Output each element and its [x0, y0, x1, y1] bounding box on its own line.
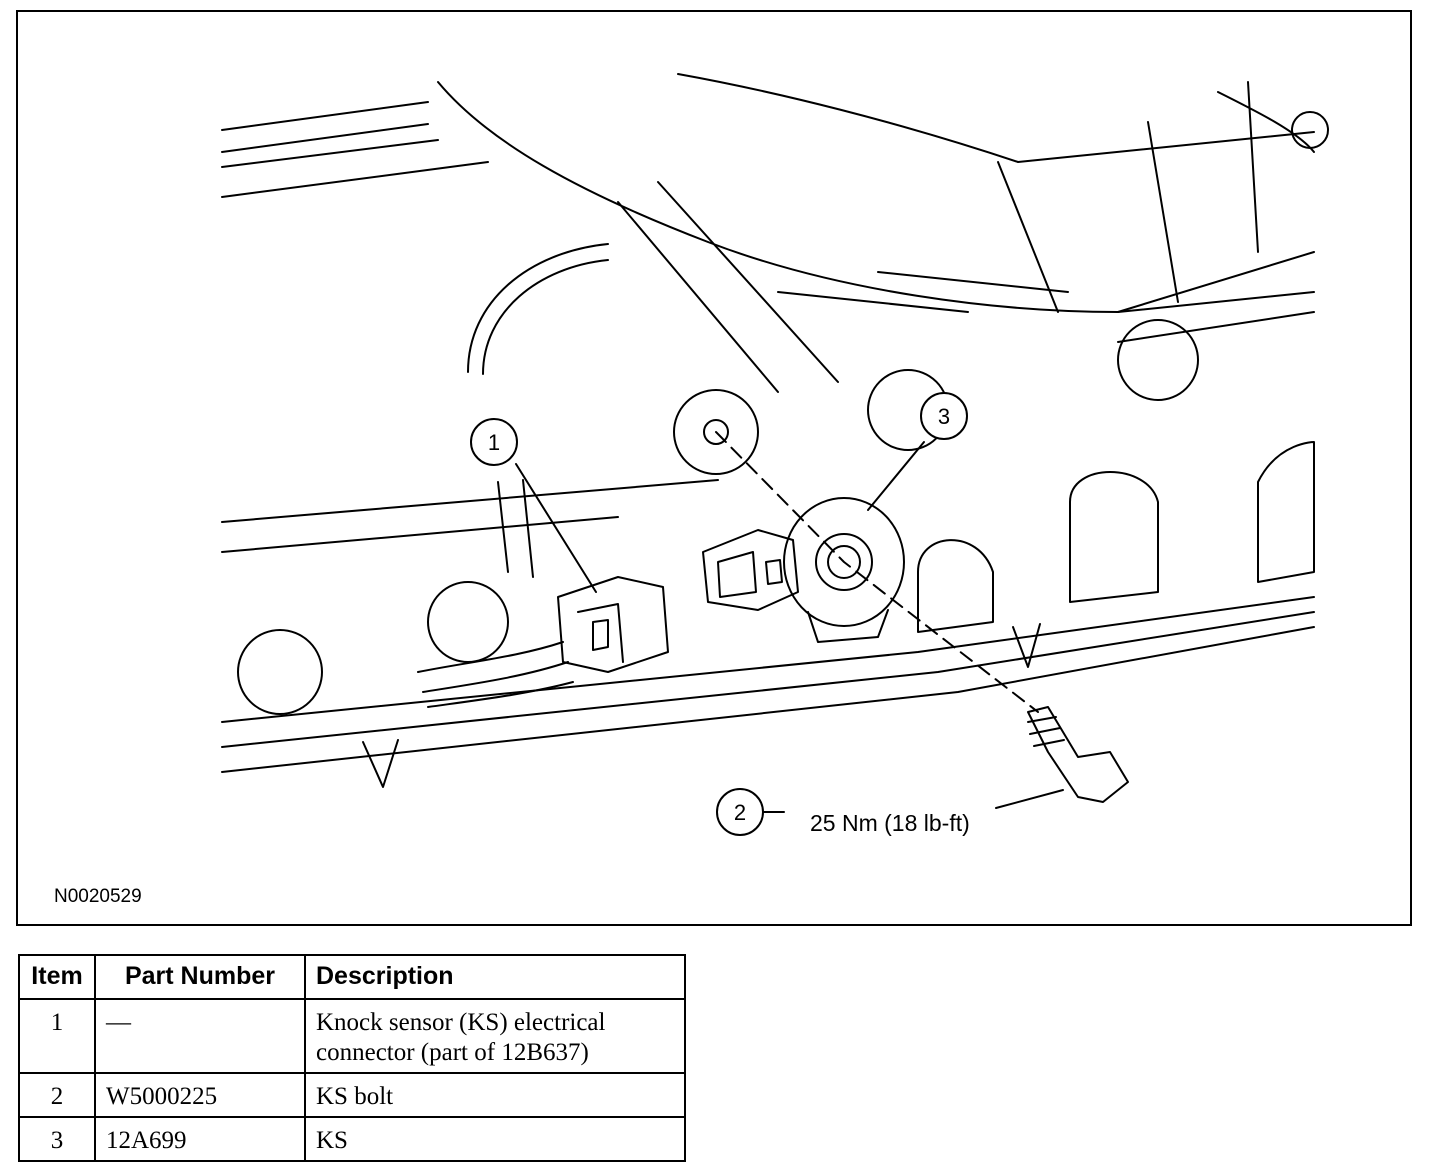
header-part-number: Part Number — [94, 954, 306, 1000]
knock-sensor-base — [807, 609, 889, 643]
leader-torque — [995, 789, 1064, 809]
boss-upper-left-hole — [703, 419, 729, 445]
callout-2-label: 2 — [734, 800, 746, 825]
row-part-number: W5000225 — [94, 1072, 306, 1118]
row-description: Knock sensor (KS) electrical connector (… — [304, 998, 686, 1074]
callout-3-label: 3 — [938, 404, 950, 429]
boss-upper-right — [1117, 319, 1199, 401]
table-row: 2 W5000225 KS bolt — [18, 1072, 686, 1118]
plenum-contour — [437, 81, 1315, 313]
upper-rail-lines — [221, 101, 489, 198]
parts-table: Item Part Number Description 1 — Knock s… — [18, 954, 686, 1162]
boss-lower-1 — [237, 629, 323, 715]
ks-bolt — [1027, 706, 1129, 803]
boss-lower-5 — [1257, 441, 1315, 583]
ks-bolt-threads — [1027, 716, 1065, 747]
rod-lines — [497, 479, 534, 578]
ks-harness-connector-detail — [577, 603, 624, 663]
header-description: Description — [304, 954, 686, 1000]
arc-outer — [467, 243, 609, 373]
plenum-right-edge — [1217, 81, 1315, 253]
callout-2-circle — [716, 788, 764, 836]
leader-1 — [515, 463, 597, 593]
callout-1-label: 1 — [488, 430, 500, 455]
knock-sensor-bore-inner — [827, 545, 861, 579]
ks-sensor-connector — [702, 529, 799, 611]
boss-lower-4 — [1069, 471, 1159, 603]
row-item: 3 — [18, 1116, 96, 1162]
row-item: 2 — [18, 1072, 96, 1118]
flange-teeth — [362, 623, 1041, 788]
header-item: Item — [18, 954, 96, 1000]
callout-1-circle — [470, 418, 518, 466]
arc-inner — [482, 259, 609, 375]
row-description: KS — [304, 1116, 686, 1162]
right-strut-lines — [1117, 251, 1315, 343]
knock-sensor-body — [783, 497, 905, 627]
row-part-number: — — [94, 998, 306, 1074]
figure-id: N0020529 — [54, 886, 142, 907]
row-part-number: 12A699 — [94, 1116, 306, 1162]
engine-line-drawing: 1 3 2 — [221, 73, 1329, 836]
figure-frame: 1 3 2 25 Nm (18 lb-ft) N0020529 — [16, 10, 1412, 926]
parts-table-header: Item Part Number Description — [18, 954, 686, 1000]
table-row: 3 12A699 KS — [18, 1116, 686, 1162]
boss-far-right — [1291, 111, 1329, 149]
knock-sensor-bore — [815, 533, 873, 591]
wiring-harness — [417, 641, 574, 708]
row-item: 1 — [18, 998, 96, 1074]
ks-sensor-connector-detail — [717, 551, 783, 598]
strut-lines — [617, 181, 1069, 393]
row-description-line: connector (part of 12B637) — [316, 1039, 589, 1066]
plenum-upper-edge — [677, 73, 1315, 163]
leader-3 — [867, 441, 925, 511]
mid-rail-lines — [221, 479, 719, 553]
plenum-panel-lines — [997, 121, 1179, 313]
row-description-line: Knock sensor (KS) electrical — [316, 1009, 606, 1036]
ks-harness-connector — [557, 576, 669, 673]
row-description: KS bolt — [304, 1072, 686, 1118]
lower-rail-lines — [221, 596, 1315, 773]
torque-spec-label: 25 Nm (18 lb-ft) — [810, 810, 970, 836]
bolt-centerline — [715, 431, 1039, 713]
boss-upper-left — [673, 389, 759, 475]
boss-lower-3 — [917, 539, 994, 633]
boss-lower-2 — [427, 581, 509, 663]
callout-3-circle — [920, 392, 968, 440]
table-row: 1 — Knock sensor (KS) electrical connect… — [18, 998, 686, 1074]
